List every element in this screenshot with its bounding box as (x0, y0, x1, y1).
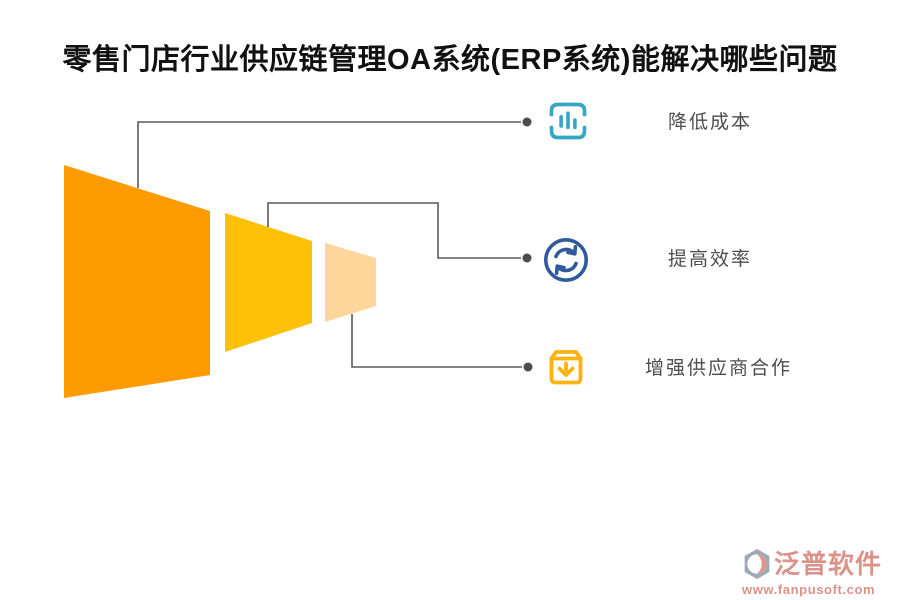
funnel-stage-1 (64, 165, 210, 398)
connector-lines (137, 121, 522, 368)
connector-line-3 (351, 314, 522, 368)
item-label-reduce-costs: 降低成本 (668, 112, 753, 133)
sync-refresh-icon (542, 236, 590, 289)
bar-chart-scan-icon (546, 99, 590, 148)
brand-url: www.fanpusoft.com (741, 582, 876, 597)
connector-dot-2 (522, 253, 532, 263)
connector-line-2 (267, 202, 521, 259)
box-download-icon (543, 344, 589, 395)
connector-line-1 (137, 121, 521, 188)
funnel (64, 165, 376, 398)
item-label-improve-efficiency: 提高效率 (668, 249, 753, 270)
brand-name: 泛普软件 (773, 548, 882, 579)
connector-dot-1 (522, 117, 532, 127)
funnel-stage-2 (225, 213, 312, 352)
connector-dot-3 (523, 362, 533, 372)
item-label-supplier-cooperation: 增强供应商合作 (645, 358, 793, 379)
brand-watermark: 泛普软件 www.fanpusoft.com (742, 547, 882, 597)
funnel-stage-3 (325, 243, 376, 322)
page-title: 零售门店行业供应链管理OA系统(ERP系统)能解决哪些问题 (62, 44, 838, 76)
connector-dots (522, 117, 533, 372)
brand-logo-icon (742, 547, 772, 581)
